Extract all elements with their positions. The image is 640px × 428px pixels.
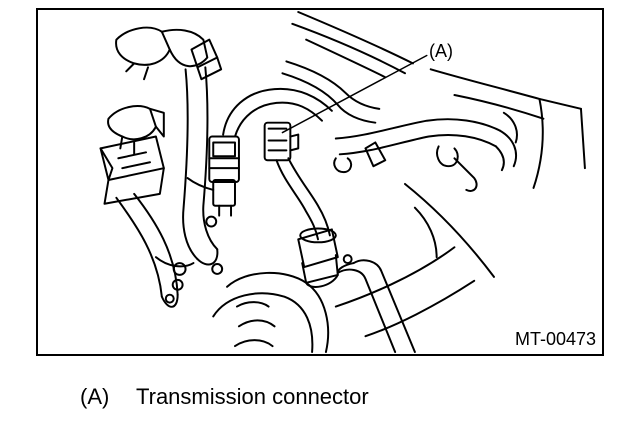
legend-key: (A)	[80, 384, 110, 409]
bottom-rod	[336, 259, 416, 354]
right-panel	[429, 68, 586, 189]
lower-left-arm	[115, 192, 195, 308]
legend-entry: (A) Transmission connector	[80, 386, 369, 408]
left-bracket	[99, 135, 165, 205]
figure-code: MT-00473	[514, 329, 596, 349]
upper-right-tubes	[281, 10, 414, 124]
bottom-coupler	[212, 271, 330, 354]
wiring-harness	[186, 87, 333, 241]
central-connectors	[208, 121, 300, 217]
hand-mid-left	[107, 105, 165, 156]
lower-panel	[334, 182, 495, 338]
right-hoses	[333, 118, 518, 192]
top-clip	[190, 38, 223, 81]
vertical-pipe	[182, 66, 219, 266]
cylindrical-sensor	[297, 227, 339, 288]
engine-bay-line-drawing	[99, 10, 586, 354]
hand-left	[115, 26, 209, 81]
bolt-details	[164, 215, 353, 304]
figure-frame: (A) MT-00473	[36, 8, 604, 356]
callout-leader-line	[281, 54, 428, 134]
legend-text: Transmission connector	[136, 384, 369, 409]
callout-label: (A)	[429, 41, 453, 61]
